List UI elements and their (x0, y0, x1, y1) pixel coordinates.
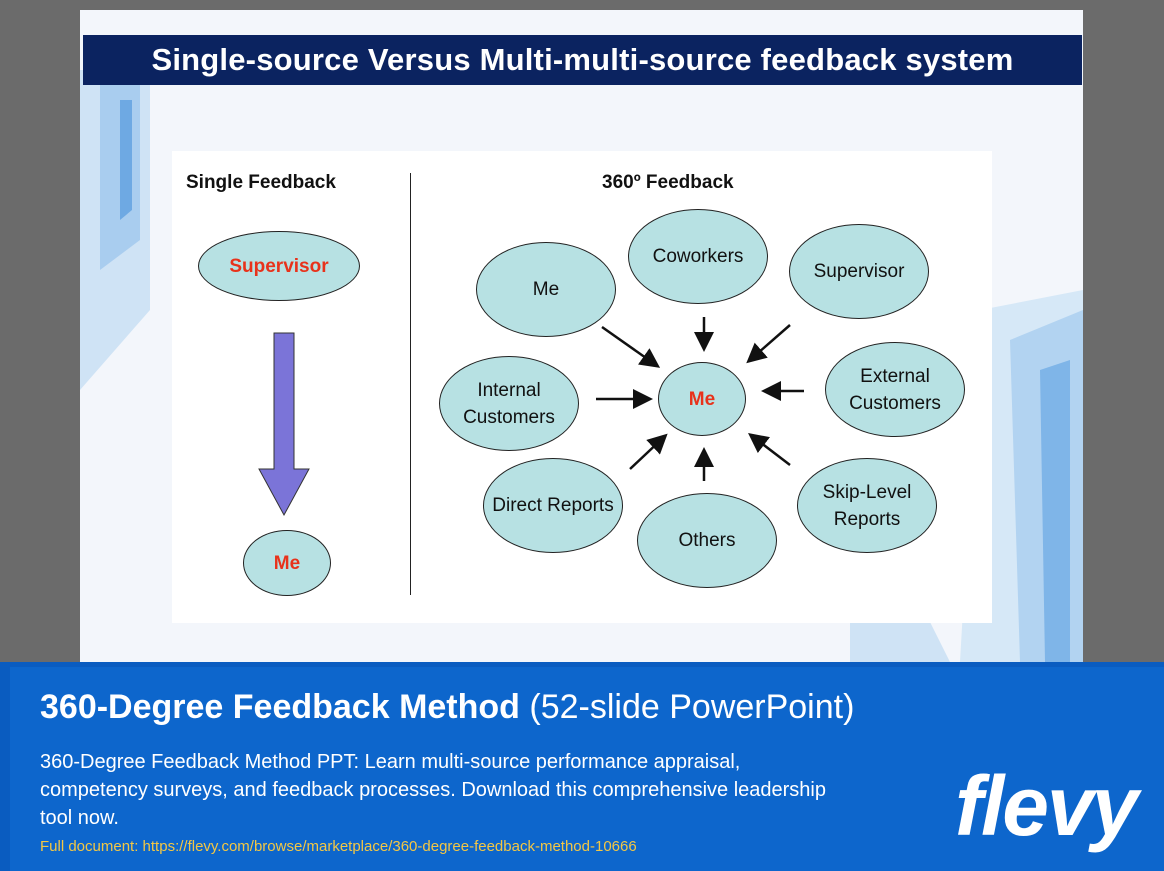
node-supervisor: Supervisor (789, 224, 929, 319)
node-coworkers: Coworkers (628, 209, 768, 304)
document-link[interactable]: Full document: https://flevy.com/browse/… (40, 838, 637, 855)
node-me: Me (476, 242, 616, 337)
node-internal-customers: Internal Customers (439, 356, 579, 451)
diagram-panel: Single Feedback 360º Feedback Supervisor… (172, 151, 992, 623)
document-title: 360-Degree Feedback Method (52-slide Pow… (40, 688, 854, 727)
node-others: Others (637, 493, 777, 588)
node-internal-line2: Customers (463, 406, 555, 428)
single-feedback-heading: Single Feedback (186, 172, 336, 193)
node-skip-line1: Skip-Level (822, 481, 912, 503)
node-external-customers: External Customers (825, 342, 965, 437)
document-title-light: (52-slide PowerPoint) (529, 688, 855, 726)
feedback-360-heading: 360º Feedback (602, 172, 734, 193)
document-description: 360-Degree Feedback Method PPT: Learn mu… (40, 751, 826, 829)
footer-banner (0, 662, 1164, 871)
slide-title: Single-source Versus Multi-multi-source … (83, 35, 1082, 85)
center-me-node: Me (658, 362, 746, 436)
node-skip-line2: Reports (833, 508, 901, 530)
node-external-line2: Customers (849, 392, 941, 414)
flevy-logo[interactable]: flevy (955, 759, 1138, 853)
node-direct-reports: Direct Reports (483, 458, 623, 553)
node-internal-line1: Internal (477, 379, 541, 401)
single-supervisor-node: Supervisor (198, 231, 360, 301)
node-external-line1: External (860, 365, 930, 387)
divider (410, 173, 411, 595)
footer-inner (10, 667, 1164, 871)
single-me-node: Me (243, 530, 331, 596)
document-title-bold: 360-Degree Feedback Method (40, 688, 520, 726)
down-arrow (258, 332, 310, 517)
arrows-360 (596, 317, 804, 481)
node-skip-level-reports: Skip-Level Reports (797, 458, 937, 553)
slide: Single-source Versus Multi-multi-source … (80, 10, 1083, 662)
